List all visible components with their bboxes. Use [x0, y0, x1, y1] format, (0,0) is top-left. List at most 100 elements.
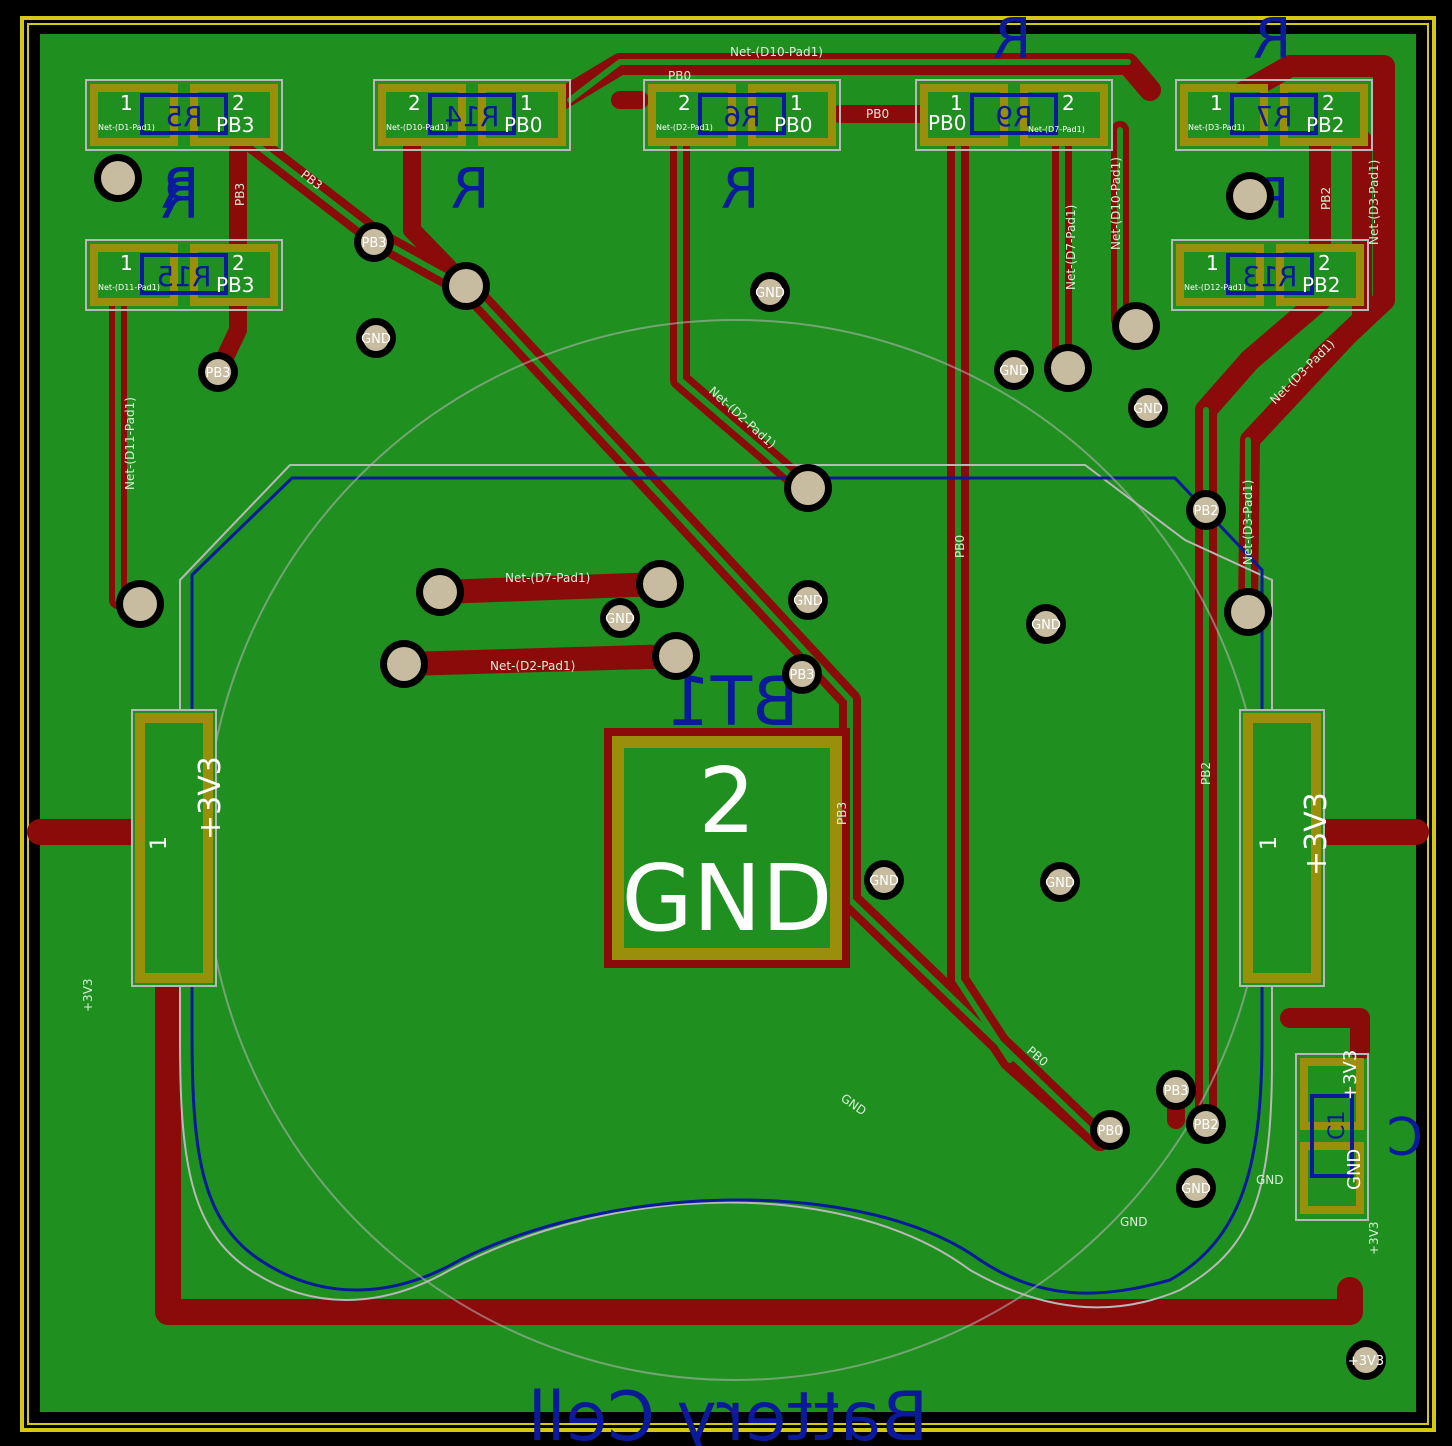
resistor-silk-body: [1230, 93, 1318, 135]
pad-net: PB0: [504, 113, 543, 137]
via-gnd[interactable]: GND: [864, 860, 904, 900]
via-ring: [607, 605, 633, 631]
pad-2-number: 2: [698, 749, 755, 854]
led-pad[interactable]: [1119, 309, 1153, 343]
via-gnd[interactable]: GND: [1128, 388, 1168, 428]
capacitor-c1[interactable]: [1295, 1053, 1369, 1221]
via-gnd[interactable]: GND: [1026, 604, 1066, 644]
resistor-ref: R13: [1242, 260, 1297, 293]
via-pb3[interactable]: PB3: [198, 352, 238, 392]
pad-number: 2: [1318, 251, 1331, 275]
pad-number: 1: [1210, 91, 1223, 115]
label-d11: Net-(D11-Pad1): [123, 397, 137, 490]
signal-traces: [115, 59, 1251, 1143]
pad-number: 2: [1062, 91, 1075, 115]
label-d2: Net-(D2-Pad1): [490, 659, 575, 673]
via-3v3[interactable]: +3V3: [1346, 1340, 1386, 1380]
battery-pad-1-left[interactable]: [131, 709, 217, 987]
pad-number: 1: [1206, 251, 1219, 275]
led-pad[interactable]: [449, 269, 483, 303]
label-d7: Net-(D7-Pad1): [505, 571, 590, 585]
via-pb3[interactable]: PB3: [1156, 1070, 1196, 1110]
led-pad[interactable]: [1051, 351, 1085, 385]
via-gnd[interactable]: GND: [994, 350, 1034, 390]
via-ring: [205, 359, 231, 385]
led-pad[interactable]: [643, 567, 677, 601]
label-pb0-mid: PB0: [866, 107, 889, 121]
via-gnd[interactable]: GND: [356, 318, 396, 358]
via-ring: [1135, 395, 1161, 421]
via-net-label: GND: [1133, 402, 1163, 417]
label-pb3-mid: PB3: [835, 802, 849, 825]
via-net-label: GND: [755, 286, 785, 301]
label-3v3-left: +3V3: [81, 978, 95, 1012]
via-ring: [1097, 1117, 1123, 1143]
capacitor-pad1-net: +3V3: [1340, 1050, 1361, 1100]
led-pad[interactable]: [1231, 595, 1265, 629]
pad-number: 1: [790, 91, 803, 115]
led-pad[interactable]: [387, 647, 421, 681]
led-pad[interactable]: [423, 575, 457, 609]
via-ring: [795, 587, 821, 613]
via-gnd[interactable]: GND: [600, 598, 640, 638]
resistor-silk-body: [970, 93, 1058, 135]
via-pb0[interactable]: PB0: [1090, 1110, 1130, 1150]
pad-number: 2: [1322, 91, 1335, 115]
via-gnd[interactable]: GND: [788, 580, 828, 620]
via-ring: [789, 661, 815, 687]
battery-pad-1-right[interactable]: [1239, 709, 1325, 987]
resistor-ref: R15: [156, 260, 211, 293]
resistor-silk-body: [428, 93, 516, 135]
led-pad[interactable]: [791, 471, 825, 505]
resistor-value: R: [721, 157, 760, 222]
led-pad[interactable]: [123, 587, 157, 621]
pad-number: 2: [232, 251, 245, 275]
via-pb3[interactable]: PB3: [782, 654, 822, 694]
pad-1-number-right: 1: [1257, 836, 1282, 850]
resistor-ref: R6: [723, 100, 760, 133]
label-d3-lower: Net-(D3-Pad1): [1241, 480, 1255, 565]
label-gnd-area3: GND: [1256, 1173, 1284, 1187]
pad-1-net-right: +3V3: [1299, 792, 1334, 876]
via-net-label: GND: [1045, 876, 1075, 891]
via-gnd[interactable]: GND: [1040, 862, 1080, 902]
via-pb2[interactable]: PB2: [1186, 1104, 1226, 1144]
label-gnd-area2: GND: [1120, 1215, 1148, 1229]
label-pb3-vert: PB3: [233, 183, 247, 206]
via-net-label: GND: [793, 594, 823, 609]
via-gnd[interactable]: GND: [1176, 1168, 1216, 1208]
via-ring: [1183, 1175, 1209, 1201]
via-pb2[interactable]: PB2: [1186, 490, 1226, 530]
battery-pad-2-gnd[interactable]: [604, 728, 850, 968]
pad-net: Net-(D3-Pad1): [1188, 123, 1245, 132]
led-pad[interactable]: [659, 639, 693, 673]
via-net-label: +3V3: [1348, 1354, 1384, 1369]
led-pad[interactable]: [1233, 179, 1267, 213]
resistor-courtyard: [1175, 79, 1373, 151]
via-net-label: GND: [869, 874, 899, 889]
pad-number: 2: [678, 91, 691, 115]
label-pb2-right: PB2: [1319, 187, 1333, 210]
via-gnd[interactable]: GND: [750, 272, 790, 312]
via-ring: [363, 325, 389, 351]
resistor-value: R: [161, 157, 200, 222]
pad-net: PB2: [1302, 273, 1341, 297]
pad-net: Net-(D12-Pad1): [1184, 283, 1246, 292]
board-outline: [20, 16, 1436, 1432]
via-pb3[interactable]: PB3: [354, 222, 394, 262]
via-ring: [1047, 869, 1073, 895]
via-net-label: GND: [605, 612, 635, 627]
pad-net: Net-(D10-Pad1): [386, 123, 448, 132]
resistor-ref: R14: [444, 100, 499, 133]
via-net-label: PB2: [1193, 504, 1218, 519]
pad-number: 2: [408, 91, 421, 115]
led-pad[interactable]: [101, 161, 135, 195]
pad-net: PB2: [1306, 113, 1345, 137]
